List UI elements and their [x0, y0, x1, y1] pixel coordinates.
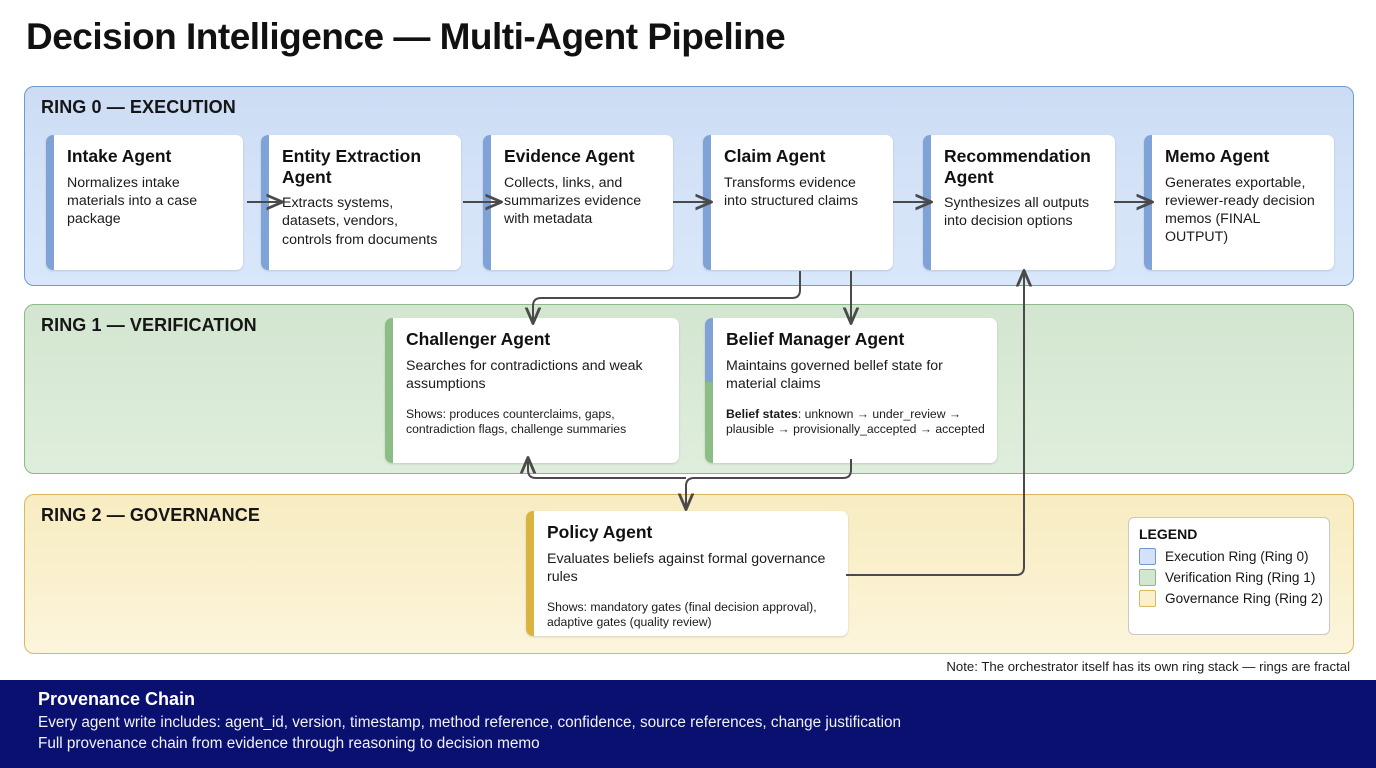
card-note: Shows: mandatory gates (final decision a…: [547, 600, 836, 631]
card-title: Memo Agent: [1165, 146, 1270, 166]
card-title: Challenger Agent: [406, 329, 551, 349]
card-accent-bar: [261, 135, 269, 270]
card-accent-bar: [483, 135, 491, 270]
legend-item-governance: Governance Ring (Ring 2): [1139, 590, 1323, 607]
ring-1-label: RING 1 — VERIFICATION: [41, 315, 257, 335]
card-entity-extraction-agent[interactable]: Entity Extraction Agent Extracts systems…: [261, 135, 461, 270]
card-description: Normalizes intake materials into a case …: [67, 174, 198, 227]
provenance-line-2: Full provenance chain from evidence thro…: [38, 735, 540, 753]
card-description: Generates exportable, reviewer-ready dec…: [1165, 174, 1315, 246]
card-recommendation-agent[interactable]: Recommendation Agent Synthesizes all out…: [923, 135, 1115, 270]
card-evidence-agent[interactable]: Evidence Agent Collects, links, and summ…: [483, 135, 673, 270]
card-note-text: Shows: produces counterclaims, gaps, con…: [406, 406, 627, 437]
legend: LEGEND Execution Ring (Ring 0) Verificat…: [1128, 517, 1330, 635]
card-title: Recommendation Agent: [944, 146, 1091, 187]
legend-item-execution: Execution Ring (Ring 0): [1139, 548, 1319, 565]
card-memo-agent[interactable]: Memo Agent Generates exportable, reviewe…: [1144, 135, 1334, 270]
provenance-line-1: Every agent write includes: agent_id, ve…: [38, 714, 902, 731]
card-title: Belief Manager Agent: [726, 329, 905, 349]
card-accent-bar: [705, 318, 713, 463]
card-note: Belief states: unknown → under_review → …: [726, 407, 985, 438]
card-accent-bar: [385, 318, 393, 463]
card-description: Evaluates beliefs against formal governa…: [547, 550, 826, 585]
card-description: Transforms evidence into structured clai…: [724, 174, 859, 209]
card-note: Shows: produces counterclaims, gaps, con…: [406, 407, 667, 438]
legend-label: Governance Ring (Ring 2): [1165, 591, 1323, 606]
card-title: Evidence Agent: [504, 146, 635, 166]
card-accent-bar: [1144, 135, 1152, 270]
card-title: Policy Agent: [547, 522, 653, 542]
card-description: Maintains governed bellef state for mate…: [726, 357, 943, 392]
card-description: Synthesizes all outputs into decision op…: [944, 195, 1090, 230]
card-accent-bar: [923, 135, 931, 270]
card-description: Extracts systems, datasets, vendors, con…: [282, 195, 438, 248]
page-title: Decision Intelligence — Multi-Agent Pipe…: [26, 16, 786, 57]
legend-label: Verification Ring (Ring 1): [1165, 570, 1316, 585]
card-accent-bar: [46, 135, 54, 270]
ring-0-label: RING 0 — EXECUTION: [41, 97, 236, 117]
card-claim-agent[interactable]: Claim Agent Transforms evidence into str…: [703, 135, 893, 270]
card-accent-bar: [703, 135, 711, 270]
card-challenger-agent[interactable]: Challenger Agent Searches for contradict…: [385, 318, 679, 463]
card-intake-agent[interactable]: Intake Agent Normalizes intake materials…: [46, 135, 243, 270]
legend-swatch-execution: [1139, 548, 1156, 565]
legend-label: Execution Ring (Ring 0): [1165, 549, 1309, 564]
ring-2-label: RING 2 — GOVERNANCE: [41, 505, 260, 525]
card-belief-manager-agent[interactable]: Belief Manager Agent Maintains governed …: [705, 318, 997, 463]
card-note-text: Shows: mandatory gates (final decision a…: [547, 599, 817, 630]
card-title: Claim Agent: [724, 146, 826, 166]
legend-title: LEGEND: [1139, 526, 1198, 542]
legend-swatch-governance: [1139, 590, 1156, 607]
provenance-chain-band: Provenance Chain Every agent write inclu…: [0, 680, 1376, 768]
card-accent-bar: [526, 511, 534, 636]
footnote: Note: The orchestrator itself has its ow…: [946, 659, 1350, 674]
card-title: Intake Agent: [67, 146, 172, 166]
card-policy-agent[interactable]: Policy Agent Evaluates beliefs against f…: [526, 511, 848, 636]
card-title: Entity Extraction Agent: [282, 146, 422, 187]
ring-1-verification: RING 1 — VERIFICATION Challenger Agent S…: [24, 304, 1354, 474]
ring-0-execution: RING 0 — EXECUTION Intake Agent Normaliz…: [24, 86, 1354, 286]
card-description: Collects, links, and summarizes evidence…: [504, 174, 642, 227]
card-description: Searches for contradictions and weak ass…: [406, 357, 643, 392]
legend-swatch-verification: [1139, 569, 1156, 586]
legend-item-verification: Verification Ring (Ring 1): [1139, 569, 1319, 586]
provenance-title: Provenance Chain: [38, 689, 196, 709]
card-note-label: Belief states: [726, 406, 798, 421]
